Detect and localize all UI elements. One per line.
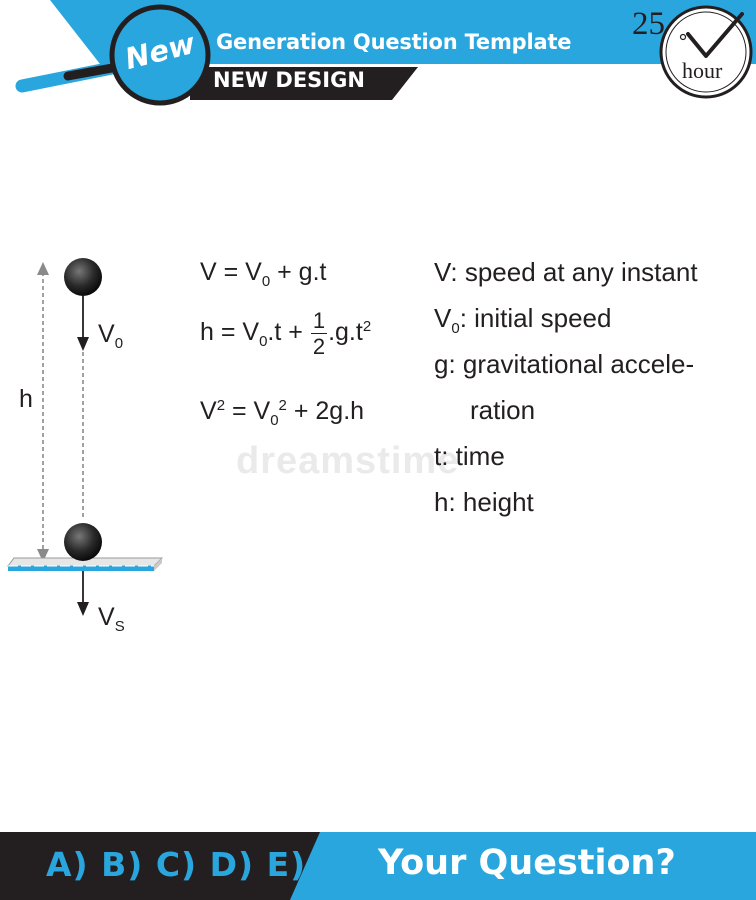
legend-g-continued: ration (470, 395, 536, 425)
clock-unit: hour (682, 58, 723, 83)
watermark: dreamstime (236, 440, 460, 482)
footer-bar (0, 832, 756, 900)
vs-label: VS (98, 603, 125, 635)
clock-icon (659, 5, 753, 99)
your-question-text: Your Question? (378, 843, 676, 883)
new-badge-circle (109, 4, 211, 106)
formula-velocity: V = V0 + g.t (200, 258, 327, 290)
magnifier-handle-icon (15, 61, 119, 93)
ground-platform (7, 557, 164, 571)
legend-h: h: height (434, 487, 534, 517)
answer-choices: A) B) C) D) E) (46, 845, 307, 884)
formula-timeless: V2 = V02 + 2g.h (200, 397, 365, 429)
h-label: h (19, 385, 33, 413)
ball-bottom (64, 523, 102, 561)
height-arrow (37, 262, 49, 562)
legend-v0: V0: initial speed (434, 303, 612, 337)
ball-top (64, 258, 102, 296)
header-banner (15, 0, 756, 106)
header-title: Generation Question Template (216, 30, 572, 54)
v0-label: V0 (98, 320, 124, 352)
free-fall-diagram (7, 258, 164, 616)
vs-arrow (77, 571, 89, 616)
legend-t: t: time (434, 441, 505, 471)
legend-g: g: gravitational accele- (434, 349, 695, 379)
v0-arrow (77, 296, 89, 351)
legend-v: V: speed at any instant (434, 257, 698, 287)
header-subtitle: NEW DESIGN (213, 68, 365, 92)
clock-number: 25 (632, 6, 665, 42)
